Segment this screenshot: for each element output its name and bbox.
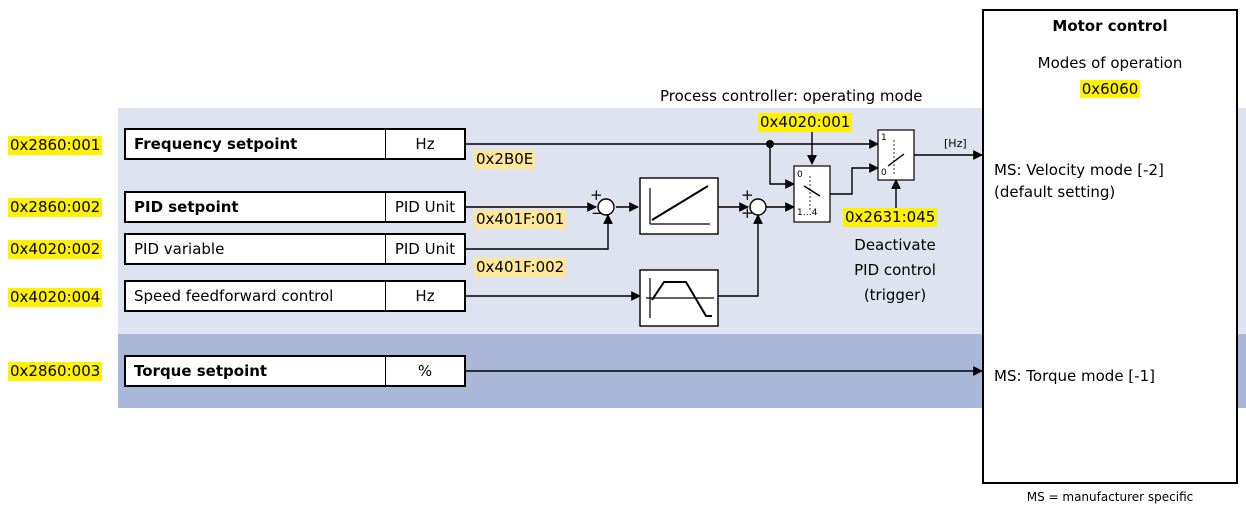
velocity-mode-label: MS: Velocity mode [-2] xyxy=(994,161,1164,179)
line-switch-to-deact xyxy=(830,163,879,195)
input-pid-variable: PID variable PID Unit xyxy=(124,233,466,265)
mode-switch xyxy=(793,165,831,223)
input-code-pid-setpoint: 0x2860:002 xyxy=(8,198,103,217)
modes-of-operation-label: Modes of operation xyxy=(1037,54,1183,72)
hz-tag: [Hz] xyxy=(944,137,967,150)
input-unit-torque: % xyxy=(417,362,433,380)
sum2-plus-top: + xyxy=(741,186,754,204)
mode-switch-label-1-4: 1…4 xyxy=(797,208,818,218)
junction-dot xyxy=(766,140,774,148)
sum2-plus-bottom: + xyxy=(741,204,754,222)
sum1-plus: + xyxy=(590,186,603,204)
input-unit-pid-variable: PID Unit xyxy=(394,240,456,258)
input-code-speed-feedforward: 0x4020:004 xyxy=(8,288,103,307)
mode-switch-label-0: 0 xyxy=(797,170,803,180)
deactivate-label-line1: Deactivate xyxy=(854,236,936,254)
motor-control-title: Motor control xyxy=(1052,17,1168,35)
summing-junction-2 xyxy=(749,198,767,216)
signal-code-deactivate: 0x2631:045 xyxy=(843,208,938,227)
deactivate-switch-label-1: 1 xyxy=(881,133,887,143)
input-unit-speed-feedforward: Hz xyxy=(415,287,435,305)
deactivate-label-line2: PID control xyxy=(854,261,936,279)
input-code-torque: 0x2860:003 xyxy=(8,362,103,381)
input-unit-frequency: Hz xyxy=(415,135,435,153)
line-limiter-to-sum2 xyxy=(718,214,763,297)
motor-control-block: Motor control Modes of operation 0x6060 … xyxy=(982,9,1238,484)
input-speed-feedforward: Speed feedforward control Hz xyxy=(124,280,466,312)
deactivate-switch-label-0: 0 xyxy=(881,168,887,178)
deactivate-label-line3: (trigger) xyxy=(863,286,927,304)
footnote: MS = manufacturer specific xyxy=(1026,490,1194,504)
line-frequency-branch xyxy=(769,144,795,189)
input-label-pid-setpoint: PID setpoint xyxy=(126,193,386,221)
input-unit-pid-setpoint: PID Unit xyxy=(394,198,456,216)
deactivate-switch xyxy=(877,129,915,181)
input-code-frequency: 0x2860:001 xyxy=(8,136,103,155)
input-label-pid-variable: PID variable xyxy=(126,235,386,263)
input-frequency-setpoint: Frequency setpoint Hz xyxy=(124,128,466,160)
line-pid-variable xyxy=(466,214,613,250)
input-label-frequency: Frequency setpoint xyxy=(126,130,386,158)
input-code-pid-variable: 0x4020:002 xyxy=(8,240,103,259)
summing-junction-1 xyxy=(597,198,615,216)
input-label-torque: Torque setpoint xyxy=(126,357,386,385)
signal-code-pid-variable: 0x401F:002 xyxy=(474,258,567,277)
velocity-default-label: (default setting) xyxy=(994,183,1116,201)
process-controller-mode-code: 0x4020:001 xyxy=(758,113,853,132)
signal-code-frequency: 0x2B0E xyxy=(474,150,536,169)
signal-code-pid-setpoint: 0x401F:001 xyxy=(474,210,567,229)
modes-of-operation-code: 0x6060 xyxy=(1079,80,1141,98)
input-label-speed-feedforward: Speed feedforward control xyxy=(126,282,386,310)
modes-code-wrap: 0x6060 xyxy=(984,79,1236,99)
input-torque-setpoint: Torque setpoint % xyxy=(124,355,466,387)
sum1-minus: − xyxy=(591,204,604,222)
torque-mode-label: MS: Torque mode [-1] xyxy=(994,367,1155,385)
process-controller-mode-label: Process controller: operating mode xyxy=(660,87,923,105)
input-pid-setpoint: PID setpoint PID Unit xyxy=(124,191,466,223)
